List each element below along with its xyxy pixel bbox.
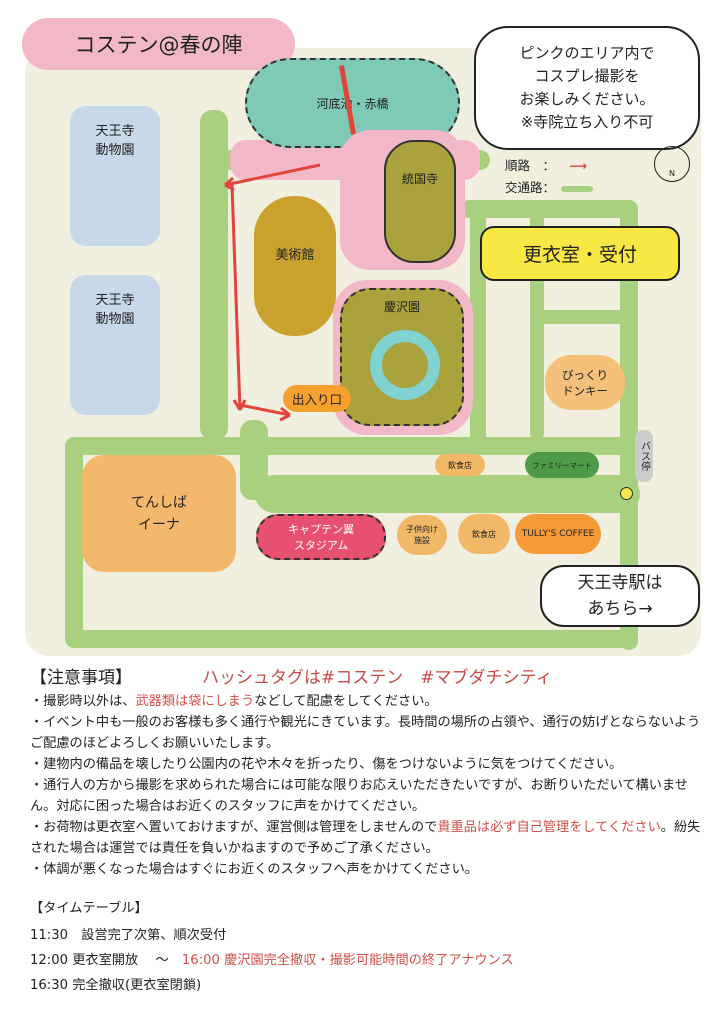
note-item: ・建物内の備品を壊したり公園内の花や木々を折ったり、傷をつけないように気をつけて…: [30, 757, 623, 772]
familymart-label: ファミリーマート: [532, 460, 592, 470]
note-text: ・撮影時以外は、: [30, 694, 136, 709]
hashtag: ハッシュタグは#コステン #マブダチシティ: [202, 668, 553, 688]
road: [240, 420, 268, 500]
note-item: ・撮影時以外は、武器類は袋にしまうなどして配慮をしてください。: [30, 691, 710, 712]
road: [65, 437, 635, 455]
bus-stop-marker: [620, 487, 633, 500]
donkey: びっくり ドンキー: [545, 355, 625, 410]
timetable-text: 完全撤収(更衣室閉鎖): [72, 978, 202, 993]
zoo-2-label: 天王寺 動物園: [95, 293, 135, 327]
time: 12:00: [30, 953, 69, 968]
tenshiba-label: てんしば イーナ: [131, 494, 187, 533]
legend: 順路 ： ⟶ 交通路：: [505, 155, 594, 199]
notes-heading: 【注意事項】: [30, 668, 132, 688]
temple: 統国寺: [384, 140, 456, 263]
time: 11:30: [30, 928, 69, 943]
route-arrows: [224, 163, 321, 422]
restaurant-1: 飲食店: [435, 454, 485, 476]
road: [65, 630, 635, 648]
garden-label: 慶沢園: [383, 300, 420, 314]
timetable-row: 16:30 完全撤収(更衣室閉鎖): [30, 973, 710, 998]
notes-section: 【注意事項】 ハッシュタグは#コステン #マブダチシティ ・撮影時以外は、武器類は…: [30, 668, 710, 998]
note-item: ・イベント中も一般のお客様も多く通行や観光にきています。長時間の場所の占領や、通…: [30, 715, 701, 751]
tullys-coffee: TULLY'S COFFEE: [515, 514, 601, 554]
bus-stop-label: バス停: [638, 441, 650, 471]
restaurant-2: 飲食店: [458, 514, 510, 554]
restaurant-1-label: 飲食店: [448, 460, 472, 470]
kids-facility: 子供向け 施設: [397, 515, 447, 555]
kids-label: 子供向け 施設: [406, 525, 438, 545]
note-text: ・お荷物は更衣室へ置いておけますが、運営側は管理をしませんので: [30, 820, 438, 835]
road: [255, 475, 640, 513]
zoo-1-label: 天王寺 動物園: [95, 124, 135, 158]
timetable-row: 12:00 更衣室開放 〜 16:00 慶沢園完全撤収・撮影可能時間の終了アナウ…: [30, 948, 710, 973]
time: 16:30: [30, 978, 69, 993]
note-text: などして配慮をしてください。: [254, 694, 438, 709]
note-item: ・お荷物は更衣室へ置いておけますが、運営側は管理をしませんので貴重品は必ず自己管…: [30, 817, 710, 859]
restaurant-2-label: 飲食店: [472, 529, 496, 539]
entrance-label: 出入り口: [291, 392, 342, 407]
donkey-label: びっくり ドンキー: [562, 367, 608, 398]
note-item: ・通行人の方から撮影を求められた場合には可能な限りお応えいただきたいですが、お断…: [30, 778, 688, 814]
bus-stop: バス停: [635, 430, 653, 482]
note-highlight: 武器類は袋にしまう: [135, 694, 255, 709]
route-arrow: [239, 403, 291, 422]
tenshiba: てんしば イーナ: [82, 455, 236, 572]
legend-route-label: 順路 ：: [505, 158, 556, 173]
compass-icon: N: [654, 146, 690, 182]
note-highlight: 貴重品は必ず自己管理をしてください: [437, 820, 661, 835]
museum: 美術館: [254, 196, 336, 336]
road-line-icon: [561, 185, 594, 192]
stadium-label: キャプテン翼 スタジアム: [288, 523, 354, 552]
event-title: コステン@春の陣: [22, 18, 295, 70]
info-bubble: ピンクのエリア内で コスプレ撮影を お楽しみください。 ※寺院立ち入り不可: [474, 26, 700, 150]
zoo-1: 天王寺 動物園: [70, 106, 160, 246]
compass-label: N: [669, 169, 675, 178]
lake-label: 河底池・赤橋: [316, 96, 389, 111]
road: [530, 310, 630, 324]
captain-tsubasa-stadium: キャプテン翼 スタジアム: [256, 514, 386, 560]
museum-label: 美術館: [275, 248, 315, 263]
note-item: ・体調が悪くなった場合はすぐにお近くのスタッフへ声をかけてください。: [30, 862, 478, 877]
timetable-heading: 【タイムテーブル】: [30, 901, 148, 916]
road: [460, 200, 635, 218]
tullys-label: TULLY'S COFFEE: [521, 529, 595, 539]
timetable-text: 更衣室開放 〜: [72, 953, 182, 968]
zoo-2: 天王寺 動物園: [70, 275, 160, 415]
note-text: 。紛失された場合は運営では責任を負いかねますので予めご了承ください。: [30, 820, 701, 856]
legend-road-label: 交通路：: [505, 180, 556, 195]
timetable-row: 11:30 設営完了次第、順次受付: [30, 923, 710, 948]
route-arrow-icon: ⟶: [569, 158, 587, 173]
timetable-text: 設営完了次第、順次受付: [81, 928, 227, 943]
dressing-room-label: 更衣室・受付: [522, 244, 637, 266]
dressing-room-reception[interactable]: 更衣室・受付: [480, 226, 680, 281]
entrance[interactable]: 出入り口: [283, 385, 351, 412]
station-bubble: 天王寺駅は あちら→: [540, 565, 700, 627]
station-label: 天王寺駅は あちら→: [577, 573, 663, 619]
route-arrow: [224, 163, 321, 192]
timetable-highlight: 16:00 慶沢園完全撤収・撮影可能時間の終了アナウンス: [181, 953, 514, 968]
road: [65, 437, 83, 647]
route-arrow: [230, 184, 247, 411]
temple-label: 統国寺: [401, 172, 438, 186]
familymart: ファミリーマート: [525, 452, 599, 478]
